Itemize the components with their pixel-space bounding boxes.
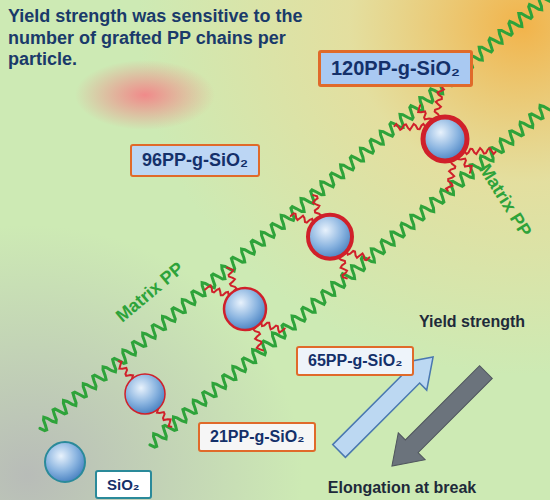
headline-text: Yield strength was sensitive to the numb… <box>8 6 302 69</box>
grafted-chain <box>347 251 369 260</box>
sample-box: 120PP-g-SiO₂ <box>318 50 473 87</box>
matrix-chain <box>40 0 550 431</box>
grafted-chain <box>261 323 285 333</box>
sample-name: 65PP-g-SiO₂ <box>308 352 402 369</box>
grafted-chain <box>339 256 347 279</box>
grafted-chain <box>465 148 496 154</box>
grafted-chain <box>254 327 264 350</box>
grafted-chain <box>458 156 472 173</box>
trend-label: Yield strength <box>419 313 525 331</box>
grafted-chain <box>119 361 133 379</box>
grafted-chain <box>418 105 432 122</box>
silica-particle <box>45 442 85 482</box>
sample-name: 120PP-g-SiO₂ <box>331 57 460 79</box>
trend-label: Elongation at break <box>328 479 476 497</box>
sample-name: 21PP-g-SiO₂ <box>210 428 304 445</box>
headline: Yield strength was sensitive to the numb… <box>8 6 308 71</box>
grafted-chain <box>435 87 444 117</box>
silica-particle <box>308 215 352 259</box>
sample-box: 65PP-g-SiO₂ <box>296 346 414 376</box>
elongation-arrow <box>378 359 499 480</box>
sample-box: 21PP-g-SiO₂ <box>198 422 316 452</box>
grafted-chain <box>394 124 425 130</box>
sample-box: SiO₂ <box>95 470 152 499</box>
grafted-chain <box>313 195 321 218</box>
sample-name: SiO₂ <box>107 476 140 493</box>
silica-particle <box>423 117 467 161</box>
silica-particle <box>224 288 266 330</box>
silica-particle <box>125 374 165 414</box>
grafted-chain <box>227 268 237 291</box>
sample-box: 96PP-g-SiO₂ <box>130 144 260 177</box>
grafted-chain <box>291 213 313 222</box>
sample-name: 96PP-g-SiO₂ <box>142 150 248 170</box>
grafted-chain <box>157 409 171 427</box>
grafted-chain <box>446 160 455 190</box>
grafted-chain <box>205 286 229 296</box>
